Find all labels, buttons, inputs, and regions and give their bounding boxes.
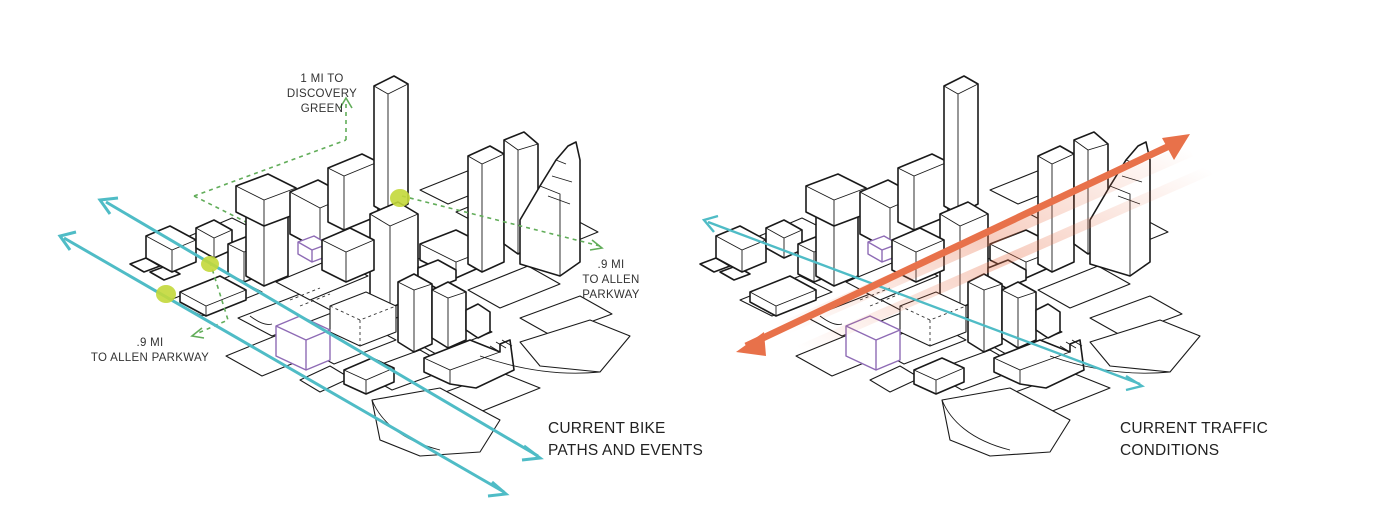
route-discovery-green bbox=[193, 139, 347, 197]
label-discovery-green: 1 MI TO DISCOVERY GREEN bbox=[286, 73, 358, 115]
caption-traffic-conditions: CURRENT TRAFFIC CONDITIONS bbox=[1120, 420, 1268, 459]
label-allen-parkway-left: .9 MI TO ALLEN PARKWAY bbox=[90, 337, 210, 364]
route-allen-right bbox=[401, 195, 601, 247]
traffic-arrow bbox=[736, 134, 1190, 356]
label-allen-parkway-right: .9 MI TO ALLEN PARKWAY bbox=[582, 259, 640, 301]
event-markers bbox=[156, 189, 410, 303]
left-diagram bbox=[57, 75, 631, 498]
event-marker bbox=[156, 285, 176, 303]
bike-path-faded bbox=[701, 214, 1146, 392]
event-marker bbox=[390, 189, 410, 207]
bike-paths bbox=[57, 196, 544, 498]
caption-bike-paths: CURRENT BIKE PATHS AND EVENTS bbox=[548, 420, 704, 459]
event-marker bbox=[201, 256, 219, 272]
right-diagram bbox=[699, 75, 1213, 457]
